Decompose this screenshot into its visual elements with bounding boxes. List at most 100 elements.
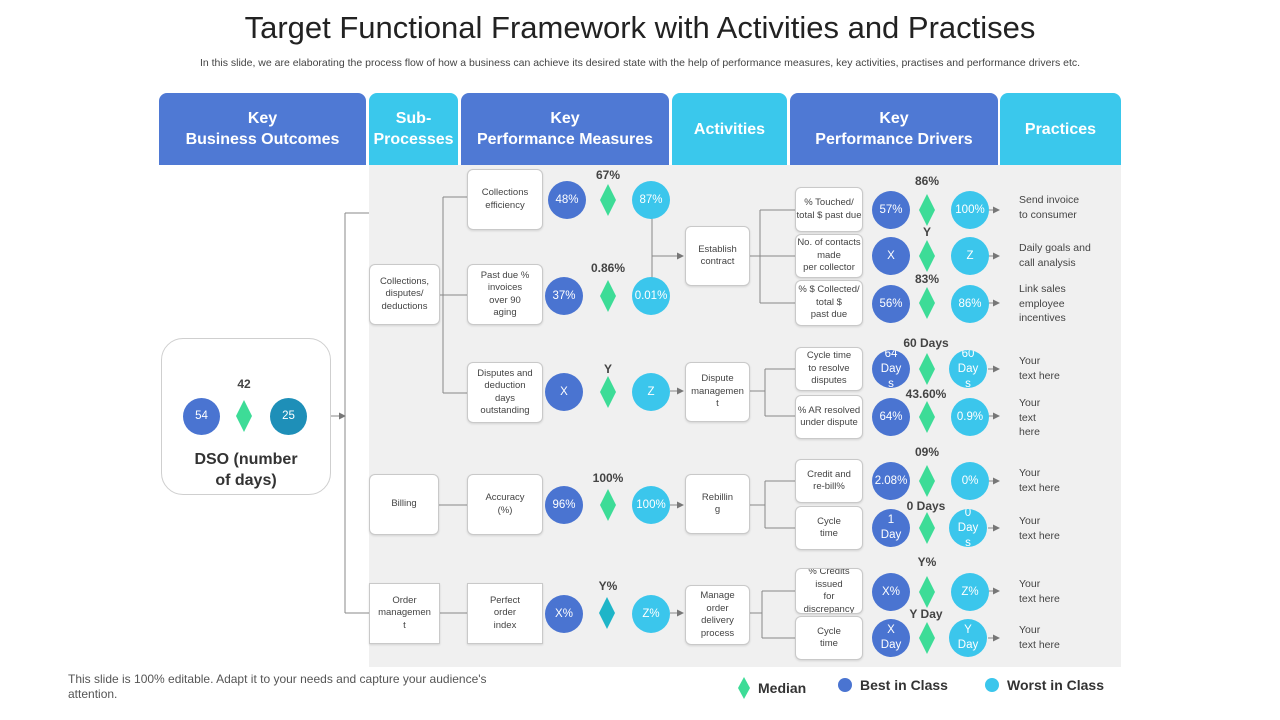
driver-median-label: Y Day xyxy=(909,607,943,621)
measure-worst-circle: Z xyxy=(632,373,670,411)
driver-median-label: 0 Days xyxy=(906,499,946,513)
driver-worst-circle: 0 Day s xyxy=(949,509,987,547)
measure-median-label: Y% xyxy=(598,579,618,593)
measure-best-circle: X xyxy=(545,373,583,411)
legend-median-label: Median xyxy=(758,680,807,696)
measure-box-disputes-days: Disputes and deduction days outstanding xyxy=(467,362,543,423)
driver-best-circle: 2.08% xyxy=(872,462,910,500)
driver-median-diamond-icon xyxy=(919,576,935,608)
measure-best-circle: 48% xyxy=(548,181,586,219)
driver-best-circle: 1 Day xyxy=(872,509,910,547)
practice-text: Your text here xyxy=(1019,397,1041,438)
driver-worst-circle: 0% xyxy=(951,462,989,500)
header-key-business-outcomes: Key Business Outcomes xyxy=(159,93,366,165)
median-diamond-icon xyxy=(738,677,750,699)
footnote: This slide is 100% editable. Adapt it to… xyxy=(68,672,487,701)
dso-median-label: 42 xyxy=(237,377,251,391)
driver-box-ar-resolved: % AR resolved under dispute xyxy=(795,395,863,439)
measure-box-past-due-invoices: Past due % invoices over 90 aging xyxy=(467,264,543,325)
dso-median-diamond-icon xyxy=(236,400,252,432)
measure-box-collections-efficiency: Collections efficiency xyxy=(467,169,543,230)
subprocess-collections: Collections, disputes/ deductions xyxy=(369,264,440,325)
measure-median-label: 100% xyxy=(592,471,624,485)
driver-median-diamond-icon xyxy=(919,240,935,272)
practice-text: Daily goals and call analysis xyxy=(1019,242,1091,269)
driver-best-circle: 56% xyxy=(872,285,910,323)
subprocess-order-management: Order managemen t xyxy=(369,583,440,644)
header-practices: Practices xyxy=(1000,93,1121,165)
measure-median-label: Y xyxy=(603,362,612,376)
driver-worst-circle: Z xyxy=(951,237,989,275)
driver-best-circle: X xyxy=(872,237,910,275)
driver-best-circle: 64 Day s xyxy=(872,350,910,388)
measure-best-circle: X% xyxy=(545,595,583,633)
activity-establish-contract: Establish contract xyxy=(685,226,750,286)
legend-median: Median xyxy=(738,677,806,699)
measure-median-label: 67% xyxy=(595,168,621,182)
driver-median-diamond-icon xyxy=(919,353,935,385)
driver-box-contacts-per-collector: No. of contacts made per collector xyxy=(795,234,863,278)
driver-median-diamond-icon xyxy=(919,194,935,226)
driver-median-label: 09% xyxy=(914,445,940,459)
activity-manage-order-delivery: Manage order delivery process xyxy=(685,585,750,645)
measure-worst-circle: 100% xyxy=(632,486,670,524)
measure-median-diamond-icon xyxy=(599,597,615,629)
measure-best-circle: 37% xyxy=(545,277,583,315)
header-key-performance-measures: Key Performance Measures xyxy=(461,93,669,165)
driver-best-circle: 64% xyxy=(872,398,910,436)
driver-worst-circle: 0.9% xyxy=(951,398,989,436)
subprocess-billing: Billing xyxy=(369,474,439,535)
legend-best-label: Best in Class xyxy=(860,677,948,693)
driver-worst-circle: Y Day xyxy=(949,619,987,657)
practice-text: Send invoice to consumer xyxy=(1019,194,1080,221)
driver-median-label: Y% xyxy=(917,555,937,569)
measure-worst-circle: 87% xyxy=(632,181,670,219)
dso-worst-circle: 25 xyxy=(270,398,307,435)
driver-box-delivery-cycle-time: Cycle time xyxy=(795,616,863,660)
driver-median-label: 86% xyxy=(914,174,940,188)
driver-box-dispute-cycle-time: Cycle time to resolve disputes xyxy=(795,347,863,391)
measure-worst-circle: Z% xyxy=(632,595,670,633)
practice-text: Your text here xyxy=(1019,467,1060,494)
driver-median-diamond-icon xyxy=(919,401,935,433)
driver-median-diamond-icon xyxy=(919,287,935,319)
activity-dispute-management: Dispute managemen t xyxy=(685,362,750,422)
page-title: Target Functional Framework with Activit… xyxy=(244,10,1036,45)
driver-median-label: 60 Days xyxy=(903,336,949,350)
driver-median-diamond-icon xyxy=(919,465,935,497)
legend-worst-label: Worst in Class xyxy=(1007,677,1104,693)
practice-text: Your text here xyxy=(1019,624,1060,651)
driver-box-collected-past-due: % $ Collected/ total $ past due xyxy=(795,280,863,326)
measure-median-diamond-icon xyxy=(600,184,616,216)
driver-box-credits-discrepancy: % Credits issued for discrepancy xyxy=(795,568,863,614)
page-subtitle: In this slide, we are elaborating the pr… xyxy=(199,57,1081,69)
driver-box-rebill-cycle-time: Cycle time xyxy=(795,506,863,550)
header-activities: Activities xyxy=(672,93,787,165)
measure-box-perfect-order: Perfect order index xyxy=(467,583,543,644)
measure-median-diamond-icon xyxy=(600,376,616,408)
dso-best-circle: 54 xyxy=(183,398,220,435)
worst-in-class-dot-icon xyxy=(985,678,999,692)
driver-worst-circle: 86% xyxy=(951,285,989,323)
header-key-performance-drivers: Key Performance Drivers xyxy=(790,93,998,165)
practice-text: Your text here xyxy=(1019,515,1060,542)
header-sub-processes: Sub- Processes xyxy=(369,93,458,165)
driver-median-label: 83% xyxy=(914,272,940,286)
driver-median-label: Y xyxy=(922,225,931,239)
driver-worst-circle: 100% xyxy=(951,191,989,229)
driver-best-circle: 57% xyxy=(872,191,910,229)
practice-text: Link sales employee incentives xyxy=(1019,283,1066,324)
legend-worst-in-class: Worst in Class xyxy=(985,677,1104,693)
driver-worst-circle: 60 Day s xyxy=(949,350,987,388)
best-in-class-dot-icon xyxy=(838,678,852,692)
dso-label: DSO (number of days) xyxy=(194,451,298,489)
measure-median-diamond-icon xyxy=(600,280,616,312)
driver-box-credit-rebill: Credit and re-bill% xyxy=(795,459,863,503)
legend-best-in-class: Best in Class xyxy=(838,677,948,693)
measure-median-diamond-icon xyxy=(600,489,616,521)
driver-box-touched-past-due: % Touched/ total $ past due xyxy=(795,187,863,232)
driver-best-circle: X% xyxy=(872,573,910,611)
driver-median-diamond-icon xyxy=(919,622,935,654)
